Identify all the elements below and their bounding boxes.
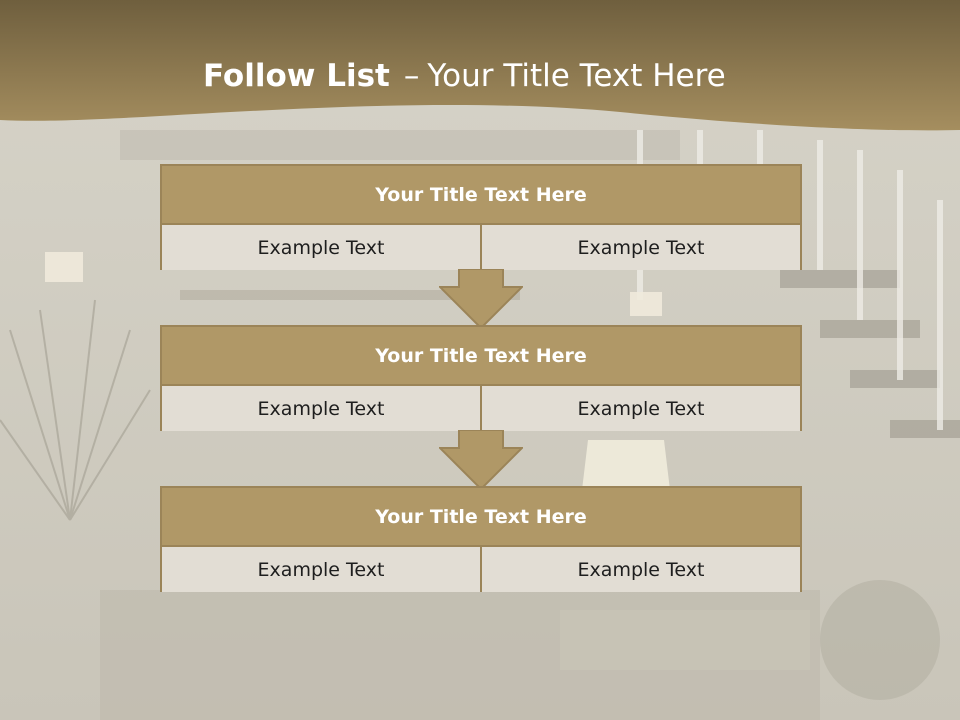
block-row: Example Text Example Text	[162, 386, 800, 431]
list-block-3: Your Title Text Here Example Text Exampl…	[160, 486, 802, 592]
list-block-2: Your Title Text Here Example Text Exampl…	[160, 325, 802, 431]
block-row: Example Text Example Text	[162, 225, 800, 270]
block-title: Your Title Text Here	[162, 327, 800, 386]
title-bold: Follow List	[203, 58, 390, 94]
block-title: Your Title Text Here	[162, 488, 800, 547]
title-rest: Your Title Text Here	[427, 58, 726, 94]
block-row: Example Text Example Text	[162, 547, 800, 592]
slide-title: Follow List–Your Title Text Here	[203, 56, 726, 100]
block-cell-left: Example Text	[162, 225, 480, 270]
block-cell-left: Example Text	[162, 547, 480, 592]
block-title: Your Title Text Here	[162, 166, 800, 225]
block-cell-right: Example Text	[480, 225, 800, 270]
list-block-1: Your Title Text Here Example Text Exampl…	[160, 164, 802, 270]
down-arrow-icon	[439, 269, 523, 329]
title-dash: –	[403, 58, 420, 94]
block-cell-right: Example Text	[480, 386, 800, 431]
block-cell-right: Example Text	[480, 547, 800, 592]
block-cell-left: Example Text	[162, 386, 480, 431]
down-arrow-icon	[439, 430, 523, 490]
